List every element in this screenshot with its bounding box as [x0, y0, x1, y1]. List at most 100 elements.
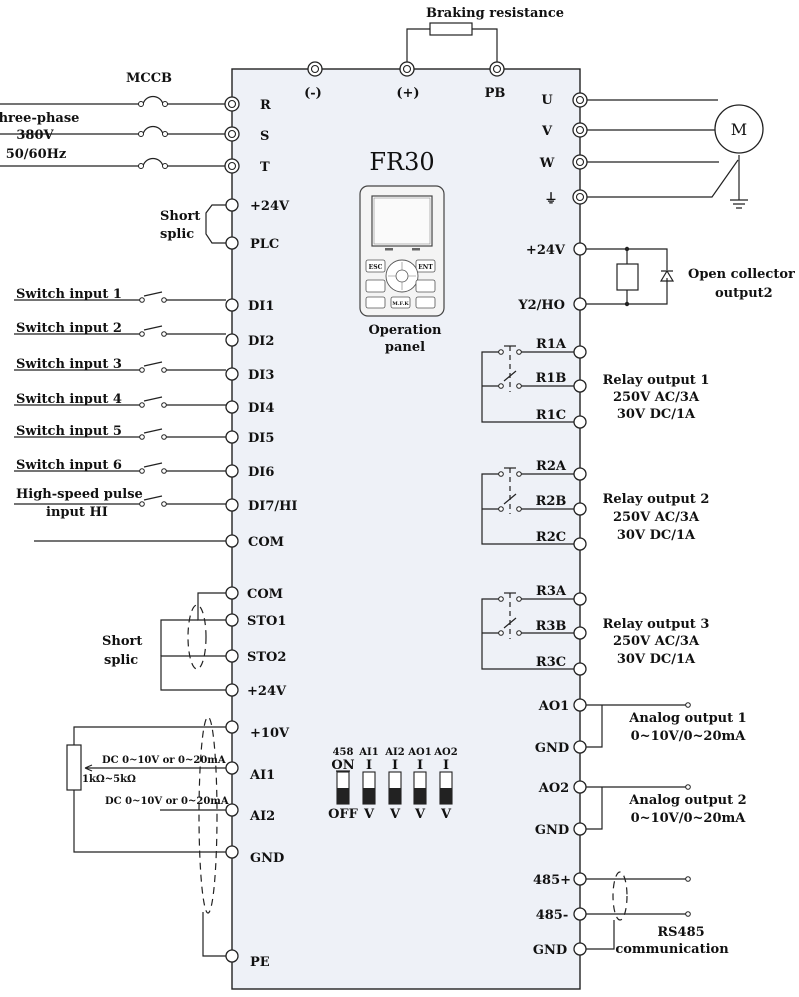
dip-switch-ai2 — [388, 771, 402, 805]
terminal-ground — [572, 189, 588, 205]
terminal-10v — [225, 720, 239, 734]
terminal-485n — [573, 907, 587, 921]
dc-label-minus: (-) — [304, 86, 322, 101]
dip-switch-ai1 — [362, 771, 376, 805]
rs485-wiring — [586, 871, 691, 950]
label-r1a: R1A — [536, 337, 567, 352]
dip-on-ai2: I — [392, 758, 398, 773]
terminal-24v-2 — [225, 683, 239, 697]
label-r2b: R2B — [536, 494, 567, 509]
switch-input-6: Switch input 6 — [16, 458, 122, 473]
relay3-label-3: 30V DC/1A — [617, 652, 696, 667]
label-com-1: COM — [248, 535, 284, 550]
short-splic-1a: Short — [160, 209, 200, 224]
label-di4: DI4 — [248, 401, 274, 416]
short-splic-1b: splic — [160, 227, 194, 242]
motor-symbol: M — [731, 120, 747, 139]
analog-output-wiring — [586, 702, 691, 830]
label-gnd-3: GND — [535, 823, 569, 838]
analog-input-wiring — [66, 716, 226, 957]
label-di5: DI5 — [248, 431, 274, 446]
terminal-485p — [573, 872, 587, 886]
label-sto1: STO1 — [247, 614, 286, 629]
motor-icon — [714, 104, 764, 154]
braking-resistor — [429, 22, 473, 36]
terminal-sto1 — [225, 613, 239, 627]
terminal-r1a — [573, 345, 587, 359]
dip-on-ao2: I — [443, 758, 449, 773]
high-speed-label-2: input HI — [46, 505, 108, 520]
terminal-com-1 — [225, 534, 239, 548]
terminal-com-2 — [225, 586, 239, 600]
terminal-t — [224, 158, 240, 174]
label-485p: 485+ — [533, 873, 571, 888]
terminal-di6 — [225, 464, 239, 478]
label-di7: DI7/HI — [248, 499, 298, 514]
dc-terminal-plus — [399, 61, 415, 77]
ai-range-2: DC 0~10V or 0~20mA — [105, 796, 229, 807]
panel-key-ent: ENT — [418, 264, 433, 271]
relay2-label-1: Relay output 2 — [603, 492, 710, 507]
terminal-24v-1 — [225, 198, 239, 212]
terminal-gnd-3 — [573, 822, 587, 836]
dc-label-plus: (+) — [396, 86, 419, 101]
terminal-r2a — [573, 467, 587, 481]
relay2-label-3: 30V DC/1A — [617, 528, 696, 543]
motor-wiring — [587, 99, 748, 209]
relay1-label-3: 30V DC/1A — [617, 407, 696, 422]
analog2-label-1: Analog output 2 — [628, 793, 746, 808]
terminal-gnd-4 — [573, 942, 587, 956]
rs485-label-1: RS485 — [657, 925, 704, 940]
panel-caption-2: panel — [385, 340, 425, 355]
label-di3: DI3 — [248, 368, 274, 383]
open-collector-label-1: Open collector — [688, 267, 795, 282]
label-r1c: R1C — [536, 408, 566, 423]
terminal-ai1 — [225, 761, 239, 775]
dip-header-ai1: AI1 — [358, 747, 378, 758]
terminal-r1c — [573, 415, 587, 429]
operation-panel: ESC ENT M.F.K — [359, 185, 445, 317]
label-gnd-4: GND — [533, 943, 567, 958]
power-input-lines — [0, 95, 225, 169]
label-r2a: R2A — [536, 459, 567, 474]
relay2-label-2: 250V AC/3A — [613, 510, 700, 525]
terminal-r1b — [573, 379, 587, 393]
relay2-wiring — [481, 467, 574, 545]
rs485-label-2: communication — [615, 942, 729, 957]
label-s: S — [260, 129, 269, 144]
label-w: W — [539, 156, 555, 171]
label-ai2: AI2 — [249, 809, 275, 824]
terminal-ao2 — [573, 780, 587, 794]
dc-terminal-pb — [489, 61, 505, 77]
dip-off-ai1: V — [363, 807, 375, 822]
terminal-w — [572, 154, 588, 170]
label-r3c: R3C — [536, 655, 566, 670]
dip-on-ai1: I — [366, 758, 372, 773]
label-di6: DI6 — [248, 465, 274, 480]
short-splic-2b: splic — [104, 653, 138, 668]
supply-line-1: hree-phase — [0, 111, 79, 126]
panel-key-esc: ESC — [369, 264, 383, 271]
open-collector-label-2: output2 — [715, 286, 773, 301]
terminal-u — [572, 92, 588, 108]
panel-caption-1: Operation — [368, 323, 442, 338]
terminal-r3c — [573, 662, 587, 676]
label-pe: PE — [250, 955, 270, 970]
terminal-di3 — [225, 367, 239, 381]
relay1-label-1: Relay output 1 — [603, 373, 710, 388]
label-sto2: STO2 — [247, 650, 286, 665]
braking-resistance-label: Braking resistance — [426, 6, 564, 21]
mccb-label: MCCB — [126, 71, 172, 86]
dip-off-ai2: V — [389, 807, 401, 822]
dip-on-ao1: I — [417, 758, 423, 773]
label-ao1: AO1 — [538, 699, 569, 714]
terminal-sto2 — [225, 649, 239, 663]
pot-range: 1kΩ~5kΩ — [82, 774, 136, 785]
label-485n: 485- — [536, 908, 569, 923]
analog1-label-2: 0~10V/0~20mA — [631, 729, 747, 744]
label-t: T — [260, 160, 270, 175]
label-r2c: R2C — [536, 530, 566, 545]
terminal-ai2 — [225, 803, 239, 817]
terminal-di2 — [225, 333, 239, 347]
relay3-label-1: Relay output 3 — [603, 617, 710, 632]
